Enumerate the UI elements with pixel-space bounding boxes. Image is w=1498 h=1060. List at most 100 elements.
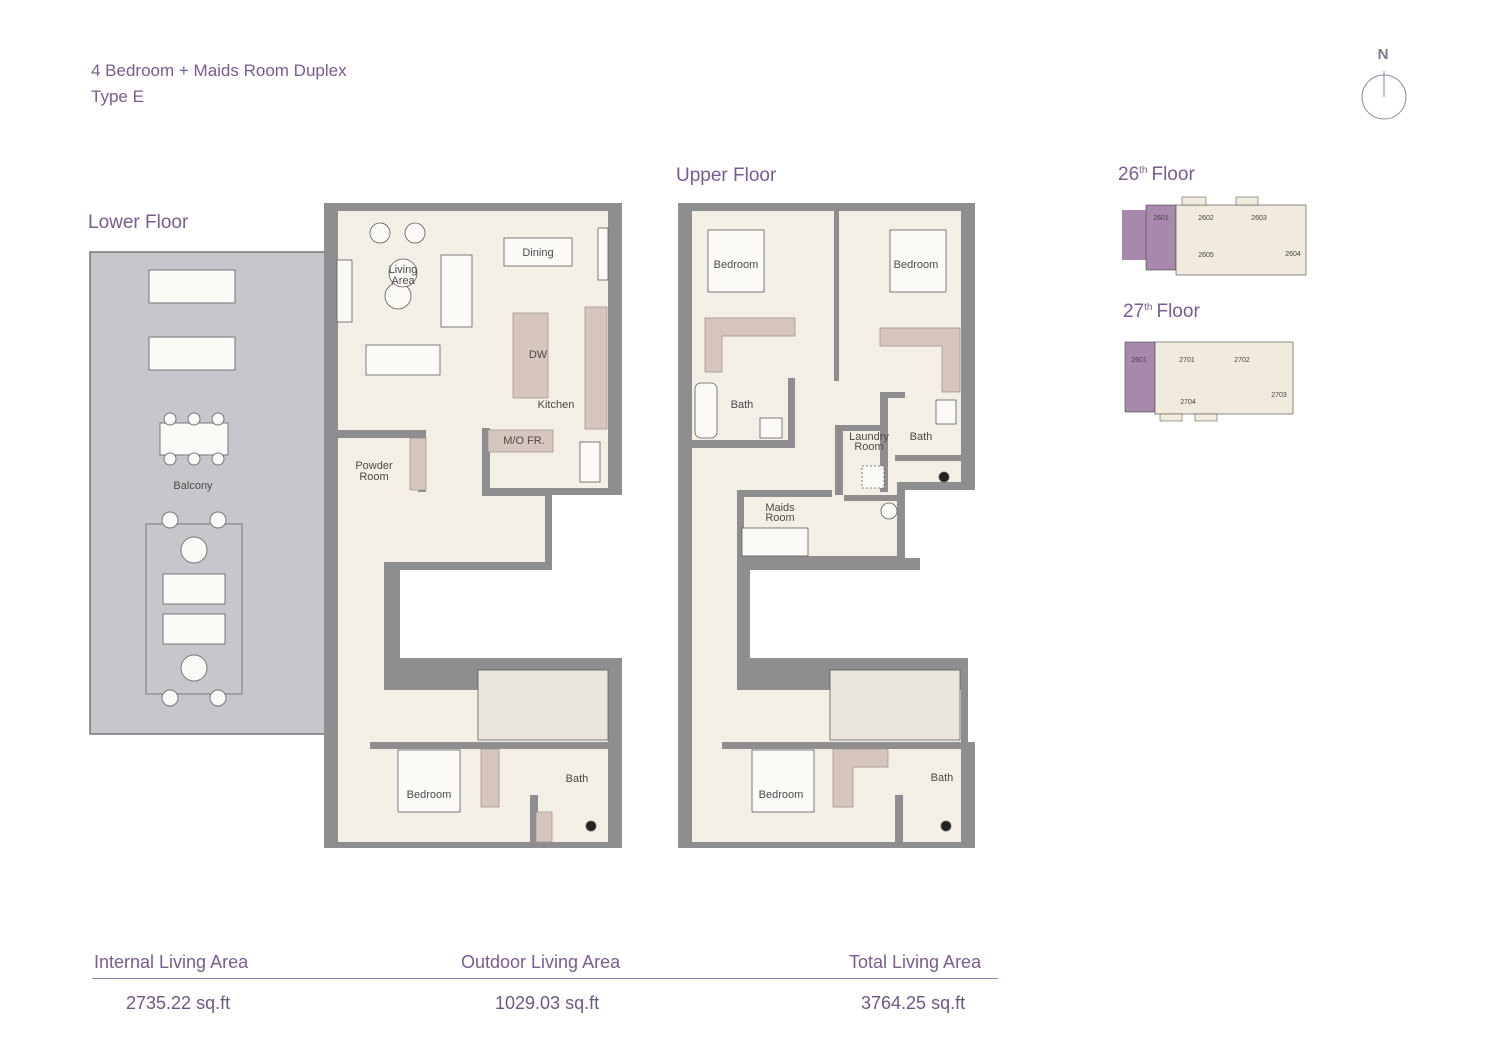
kitchen-label: Kitchen	[538, 399, 575, 411]
shower-drain	[940, 820, 952, 832]
divider	[92, 978, 998, 979]
balcony-label: Balcony	[173, 480, 213, 492]
sofa	[162, 573, 226, 605]
upper-bedroom-2-label: Bedroom	[894, 259, 939, 271]
outdoor-area-label: Outdoor Living Area	[461, 952, 621, 972]
lower-furniture	[336, 222, 609, 832]
upper-bedroom-1-label: Bedroom	[714, 259, 759, 271]
wardrobe	[832, 748, 889, 808]
bath-fixture	[579, 441, 601, 483]
vanity	[759, 417, 783, 439]
lounge-area	[145, 523, 243, 695]
upper-bath-1-label: Bath	[731, 399, 754, 411]
chair	[161, 511, 179, 529]
chair	[161, 689, 179, 707]
sun-lounger	[148, 269, 236, 304]
chair	[211, 452, 225, 466]
dishwasher-label: DW	[529, 349, 548, 361]
chair	[187, 452, 201, 466]
internal-area-value: 2735.22 sq.ft	[126, 993, 231, 1013]
armchair	[369, 222, 391, 244]
upper-joinery	[704, 317, 961, 808]
staircase	[829, 669, 961, 741]
sofa	[162, 613, 226, 645]
tv-unit	[336, 259, 353, 323]
sofa	[365, 344, 441, 376]
sofa	[440, 254, 473, 328]
bathtub	[694, 382, 718, 439]
building-footprint	[1175, 204, 1307, 276]
unit-number: 2602	[1198, 215, 1214, 222]
chair	[163, 452, 177, 466]
dining-label: Dining	[522, 247, 553, 259]
unit-number: 2703	[1271, 392, 1287, 399]
upper-bath-2-label: Bath	[910, 431, 933, 443]
mofr-label: M/O FR.	[503, 435, 545, 447]
side-table	[180, 654, 208, 682]
sideboard	[597, 227, 609, 281]
shower-drain	[938, 471, 950, 483]
north-compass: N	[1361, 46, 1407, 120]
shower-drain	[585, 820, 597, 832]
laundry-room-label-2: Room	[854, 441, 883, 453]
unit-number: 2701	[1179, 357, 1195, 364]
laundry-room-label: Laundry	[849, 431, 889, 443]
kitchen-counter	[584, 306, 608, 430]
lower-bath-label: Bath	[566, 773, 589, 785]
balcony-table	[159, 422, 229, 456]
balcony-area	[89, 251, 327, 735]
bed	[751, 749, 815, 813]
unit-highlight	[1124, 341, 1156, 413]
maids-bed	[741, 527, 809, 557]
north-label: N	[1378, 46, 1389, 63]
lower-floor-label: Lower Floor	[88, 212, 189, 233]
internal-area-label: Internal Living Area	[94, 952, 249, 972]
kitchen-appliance-unit	[487, 429, 554, 453]
bed	[707, 229, 765, 293]
unit-number: 2605	[1198, 252, 1214, 259]
upper-bath-3-label: Bath	[931, 772, 954, 784]
upper-floor-label: Upper Floor	[676, 165, 777, 186]
coffee-table	[388, 258, 418, 288]
sun-lounger	[148, 336, 236, 371]
highlighted-balcony	[1122, 210, 1148, 260]
upper-internal-walls	[692, 211, 968, 845]
armchair	[404, 222, 426, 244]
balcony-furniture	[145, 269, 243, 707]
bed	[397, 749, 461, 813]
upper-floor-interior	[692, 211, 961, 842]
upper-furniture	[694, 229, 961, 832]
lower-floor-plan: Balcony	[89, 203, 622, 848]
bed	[889, 229, 947, 293]
powder-joinery	[409, 437, 427, 491]
powder-room-label: Powder	[355, 460, 393, 472]
kitchen-island	[512, 312, 549, 399]
maids-room-label: Maids	[765, 502, 795, 514]
unit-number: 2702	[1234, 357, 1250, 364]
unit-number: 2604	[1285, 251, 1301, 258]
wardrobe	[879, 327, 961, 393]
unit-number: 2603	[1251, 215, 1267, 222]
building-footprint	[1154, 341, 1294, 415]
staircase	[477, 669, 609, 741]
washing-machine	[861, 465, 885, 489]
powder-room-label-2: Room	[359, 471, 388, 483]
side-table	[180, 536, 208, 564]
lower-bedroom-label: Bedroom	[407, 789, 452, 801]
unit-type-subtitle: Type E	[91, 87, 144, 106]
lower-joinery	[409, 306, 608, 843]
floor-plan-drawing: N Lower Floor Upper Floor Balcony	[88, 46, 1407, 848]
outdoor-area-value: 1029.03 sq.ft	[495, 993, 600, 1013]
upper-bedroom-3-label: Bedroom	[759, 789, 804, 801]
chair	[209, 511, 227, 529]
unit-number: 2704	[1180, 399, 1196, 406]
wardrobe	[704, 317, 796, 373]
chair	[209, 689, 227, 707]
maids-room-label-2: Room	[765, 512, 794, 524]
upper-floor-plan: Bedroom Bedroom Bath Laundry Room Bath M…	[678, 203, 975, 848]
chair	[163, 412, 177, 426]
